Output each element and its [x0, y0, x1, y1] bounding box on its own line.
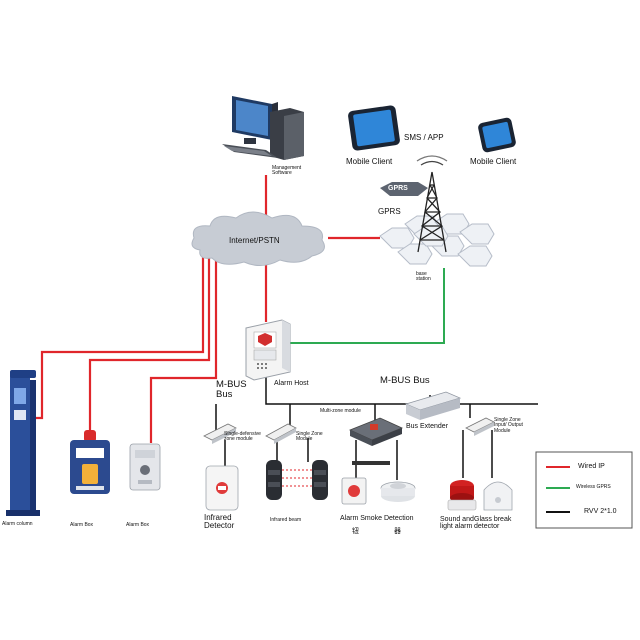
- internet-pstn-label: Internet/PSTN: [229, 236, 280, 245]
- smoke-detector-device: [380, 481, 416, 502]
- red-wired-lines: [34, 175, 380, 443]
- single-zone-module-label: Single Zone Module: [296, 431, 323, 443]
- infrared-beam-device: [266, 460, 328, 500]
- single-defensive-module-device: [203, 423, 237, 444]
- sound-light-alarm-label: Sound and light alarm: [440, 516, 474, 531]
- multi-zone-module-label: Multi-zone module: [320, 408, 361, 414]
- glass-break-detector-device: [483, 481, 513, 511]
- base-station-label: base station: [416, 271, 431, 283]
- legend-label-wired-ip: Wired IP: [578, 463, 605, 470]
- alarm-box-1-label: Alarm Box: [70, 522, 94, 528]
- alarm-host-label: Alarm Host: [274, 380, 309, 387]
- sound-light-alarm-device: [447, 480, 477, 511]
- legend-label-rvv: RVV 2*1.0: [584, 508, 617, 515]
- single-zone-io-module-device: [465, 417, 495, 436]
- mbus-bus-left-label: M-BUS Bus: [216, 379, 247, 400]
- alarm-column-label: Alarm column: [2, 521, 33, 527]
- cloud-to-alarm-box1-line: [88, 252, 211, 435]
- device-glyph-label: 器: [394, 528, 401, 535]
- mobile-client-left-label: Mobile Client: [346, 157, 393, 166]
- infrared-beam-label: Infrared beam: [270, 517, 302, 523]
- alarm-box-2-label: Alarm Box: [126, 522, 150, 528]
- alarm-button-device: [341, 477, 367, 505]
- single-defensive-zone-module-label: Single-defensive zone module: [224, 431, 261, 443]
- gprs-badge: [380, 182, 428, 196]
- sms-app-label: SMS / APP: [404, 133, 444, 142]
- cloud-to-alarm-box2-line: [149, 252, 218, 443]
- alarm-box-2-device: [129, 443, 161, 491]
- legend-label-wireless-gprs: Wireless GPRS: [576, 484, 611, 490]
- single-zone-io-module-label: Single Zone Input/ Output Module: [494, 417, 523, 434]
- multi-zone-module-device: [348, 417, 404, 465]
- legend-box: [535, 451, 633, 529]
- mobile-client-right-label: Mobile Client: [470, 157, 517, 166]
- infrared-detector-label: Infrared Detector: [204, 513, 235, 531]
- glass-break-detector-label: Glass break detector: [474, 516, 512, 531]
- base-to-host-gprs-line: [290, 268, 445, 344]
- alarm-host-device: [245, 319, 291, 381]
- tablet-icon: [348, 105, 400, 151]
- cloud-to-alarm-column-line: [34, 252, 205, 420]
- single-zone-module-device: [265, 423, 297, 444]
- hex-base-station: [379, 213, 495, 267]
- alarm-smoke-detection-label: Alarm Smoke Detection: [340, 515, 414, 522]
- management-software-label: Management Software: [272, 165, 302, 177]
- infrared-detector-device: [205, 465, 239, 511]
- computer-icon: [222, 96, 304, 160]
- bus-extender-label: Bus Extender: [406, 423, 449, 430]
- alarm-box-1-device: [70, 430, 110, 494]
- cloud-icon: [191, 211, 325, 266]
- bus-extender-device: [404, 391, 462, 420]
- mbus-bus-top-label: M-BUS Bus: [380, 375, 430, 386]
- radio-tower-icon: [416, 155, 448, 253]
- alarm-column-device: [6, 370, 40, 516]
- gprs-badge-label: GPRS: [388, 185, 408, 192]
- gprs-text-label: GPRS: [378, 207, 401, 216]
- phone-icon: [478, 117, 516, 153]
- button-glyph-label: 钮: [352, 528, 359, 535]
